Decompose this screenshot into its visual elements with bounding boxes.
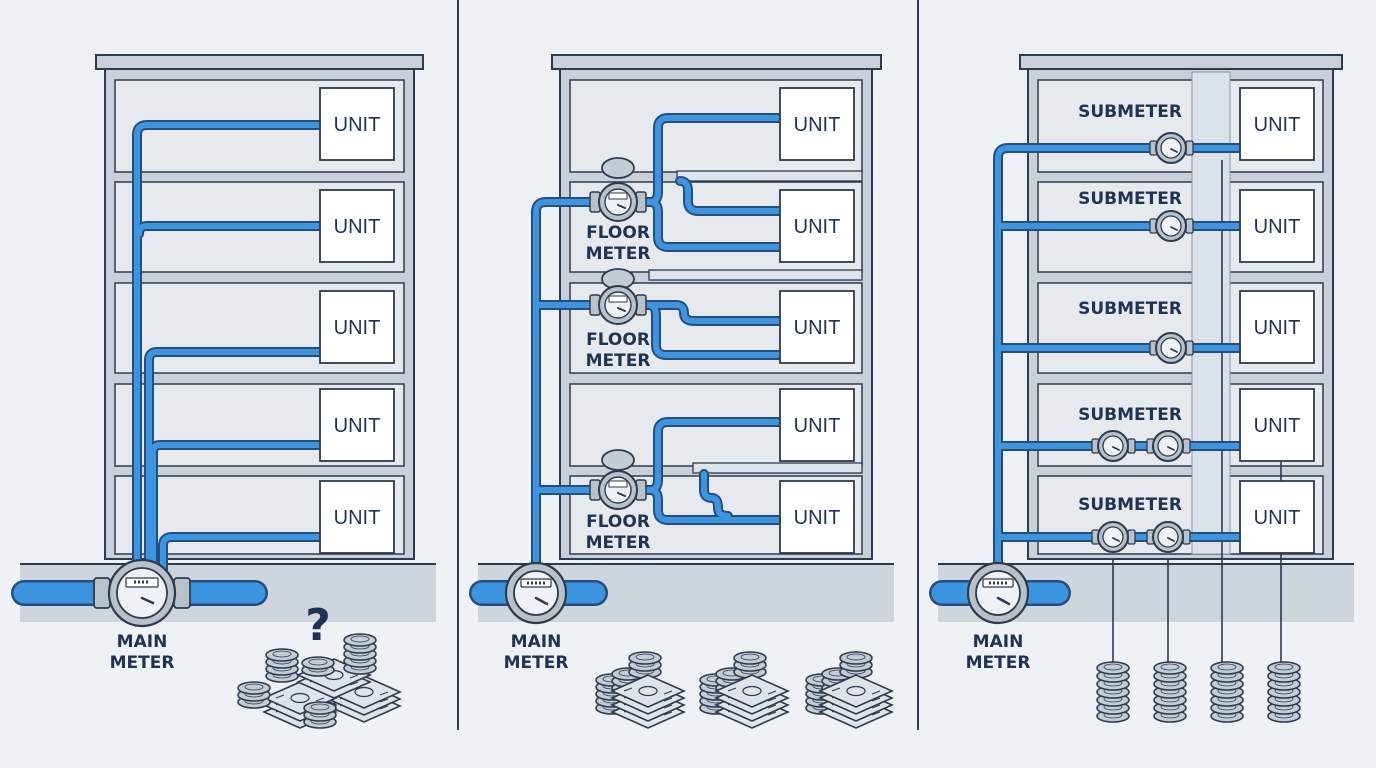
floor-meter-icon [589, 268, 647, 325]
unit-box: UNIT [319, 480, 395, 554]
submeter-icon [1091, 521, 1136, 553]
submeter-icon [1149, 132, 1194, 164]
panel-single-main-meter: UNIT UNIT UNIT UNIT UNIT MAIN METER ? [11, 54, 436, 729]
unit-box: UNIT [779, 388, 855, 462]
svg-text:UNIT: UNIT [334, 114, 381, 136]
unit-box: UNIT [779, 87, 855, 161]
svg-text:UNIT: UNIT [794, 415, 841, 437]
submeter-label: SUBMETER [1078, 495, 1182, 515]
unit-box: UNIT [319, 290, 395, 364]
floor-meter-label: METER [586, 244, 651, 264]
unit-box: UNIT [1239, 290, 1315, 364]
floor-meter-icon [589, 449, 647, 510]
svg-text:UNIT: UNIT [794, 317, 841, 339]
submeter-icon [1146, 521, 1191, 553]
floor-meter-label: FLOOR [586, 330, 650, 350]
floor-meter-icon [589, 157, 647, 222]
coin-stack-icon [1096, 661, 1130, 723]
submeter-icon [1091, 430, 1136, 462]
money-pile-icon [805, 651, 893, 729]
main-meter-icon [966, 561, 1030, 625]
unit-box: UNIT [1239, 189, 1315, 263]
unit-box: UNIT [779, 189, 855, 263]
floor-meter-label: METER [586, 533, 651, 553]
main-meter-label: MAIN [973, 632, 1024, 652]
svg-text:UNIT: UNIT [1254, 507, 1301, 529]
coin-stack-icon [1210, 661, 1244, 723]
submeter-label: SUBMETER [1078, 299, 1182, 319]
question-mark: ? [305, 600, 331, 651]
unit-box: UNIT [319, 87, 395, 161]
money-pile-icon [595, 651, 685, 729]
unit-box: UNIT [1239, 480, 1315, 554]
coin-stack-icon [1153, 661, 1187, 723]
floor-meter-label: FLOOR [586, 223, 650, 243]
submeter-icon [1149, 210, 1194, 242]
svg-text:UNIT: UNIT [334, 317, 381, 339]
submeter-label: SUBMETER [1078, 102, 1182, 122]
submeter-label: SUBMETER [1078, 189, 1182, 209]
submeter-icon [1146, 430, 1191, 462]
money-pile-icon [699, 651, 789, 729]
unit-box: UNIT [319, 388, 395, 462]
svg-text:UNIT: UNIT [794, 507, 841, 529]
unit-box: UNIT [1239, 388, 1315, 462]
svg-text:UNIT: UNIT [794, 216, 841, 238]
main-meter-label: MAIN [117, 632, 168, 652]
svg-text:UNIT: UNIT [334, 216, 381, 238]
main-meter-label: MAIN [511, 632, 562, 652]
svg-text:UNIT: UNIT [1254, 216, 1301, 238]
svg-text:UNIT: UNIT [1254, 415, 1301, 437]
unit-box: UNIT [319, 189, 395, 263]
signal-wires [1112, 160, 1282, 680]
submeter-label: SUBMETER [1078, 405, 1182, 425]
svg-text:UNIT: UNIT [794, 114, 841, 136]
floor-meter-label: FLOOR [586, 512, 650, 532]
panel-submeters: UNIT UNIT UNIT UNIT UNIT [929, 54, 1354, 723]
main-meter-icon [93, 558, 191, 628]
main-meter-icon [504, 561, 568, 625]
floor-meter-label: METER [586, 351, 651, 371]
submeter-icon [1149, 332, 1194, 364]
main-meter-label: METER [504, 653, 569, 673]
svg-text:UNIT: UNIT [1254, 114, 1301, 136]
main-meter-label: METER [110, 653, 175, 673]
svg-text:UNIT: UNIT [1254, 317, 1301, 339]
unit-box: UNIT [779, 290, 855, 364]
unit-box: UNIT [779, 480, 855, 554]
svg-text:UNIT: UNIT [334, 507, 381, 529]
unit-box: UNIT [1239, 87, 1315, 161]
coin-stack-icon [1267, 661, 1301, 723]
svg-text:UNIT: UNIT [334, 415, 381, 437]
panel-floor-meters: UNIT UNIT UNIT UNIT UNIT [469, 54, 894, 729]
main-meter-label: METER [966, 653, 1031, 673]
